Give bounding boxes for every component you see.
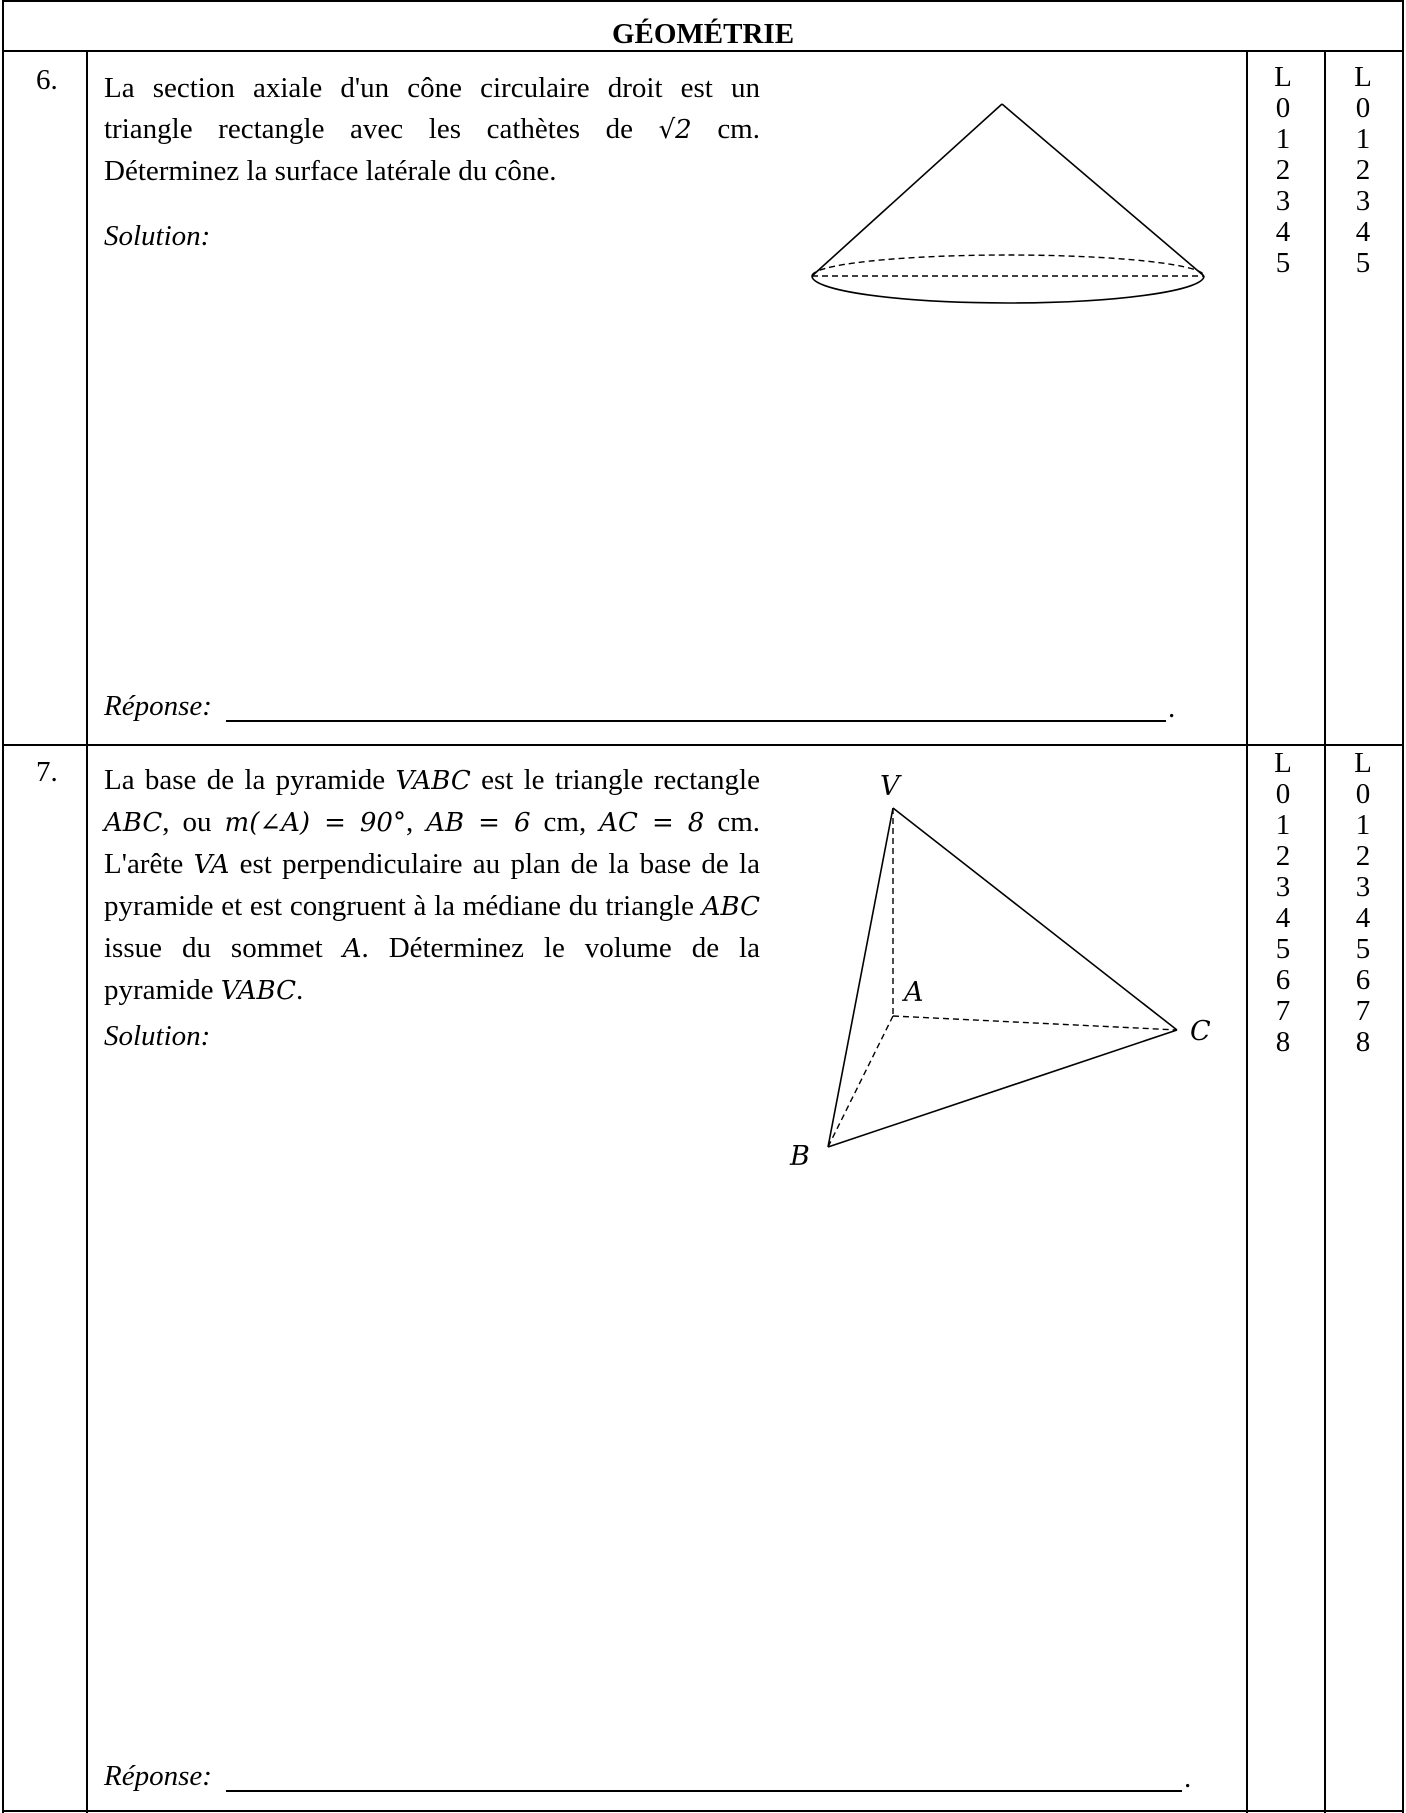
math-expression: √2: [658, 115, 692, 145]
vertex-label-b: B: [789, 1141, 810, 1172]
pyramid-figure: V A B C: [789, 771, 1211, 1172]
answer-line[interactable]: [226, 1790, 1182, 1792]
table-border-right: [1402, 0, 1404, 1813]
statement-text: est le triangle rectangle: [470, 764, 760, 796]
solution-label: Solution:: [104, 220, 211, 252]
answer-period: .: [1184, 1762, 1192, 1794]
score-column: L 0 1 2 3 4 5 6 7 8: [1268, 748, 1298, 1058]
math-expression: AB = 6: [426, 808, 531, 838]
table-border-top: [2, 0, 1404, 2]
score-value: 7: [1275, 995, 1291, 1027]
edge-vb: [827, 807, 894, 1148]
score-value: 8: [1355, 1026, 1371, 1058]
edge-ab: [827, 1015, 894, 1148]
score-value: 2: [1355, 840, 1371, 872]
score-col-divider-2: [1324, 50, 1326, 1813]
score-label: L: [1274, 61, 1292, 93]
score-value: 1: [1355, 809, 1371, 841]
math-expression: VABC: [220, 976, 297, 1006]
score-value: 3: [1275, 185, 1291, 217]
cone-edge-left: [811, 103, 1003, 277]
score-value: 2: [1355, 154, 1371, 186]
score-value: 2: [1275, 840, 1291, 872]
statement-text: La base de la pyramide: [104, 764, 396, 796]
score-value: 3: [1355, 185, 1371, 217]
score-label: L: [1274, 747, 1292, 779]
math-expression: AC = 8: [599, 808, 705, 838]
score-value: 0: [1355, 778, 1371, 810]
statement-text: , ou: [162, 806, 225, 838]
score-label: L: [1354, 61, 1372, 93]
solution-label: Solution:: [104, 1020, 211, 1052]
score-value: 3: [1275, 871, 1291, 903]
cone-base-back: [811, 254, 1205, 277]
header-divider: [2, 50, 1404, 52]
score-label: L: [1354, 747, 1372, 779]
edge-vc: [892, 807, 1178, 1031]
statement-text: est perpendiculaire au plan de la base d…: [104, 848, 760, 922]
cone-edge-right: [1001, 103, 1205, 277]
answer-label: Réponse:: [104, 1760, 212, 1792]
score-value: 2: [1275, 154, 1291, 186]
score-value: 0: [1355, 92, 1371, 124]
cone-base-front: [811, 275, 1205, 304]
score-value: 0: [1275, 778, 1291, 810]
score-value: 6: [1355, 964, 1371, 996]
vertex-label-a: A: [901, 977, 924, 1008]
score-column: L 0 1 2 3 4 5 6 7 8: [1348, 748, 1378, 1058]
math-expression: m(∠A) = 90°: [224, 808, 406, 838]
cone-figure: [811, 103, 1205, 304]
score-value: 0: [1275, 92, 1291, 124]
score-value: 1: [1275, 123, 1291, 155]
statement-text: La section axiale d'un cône circulaire d…: [104, 72, 760, 145]
statement-text: cm,: [530, 806, 600, 838]
score-value: 5: [1275, 247, 1291, 279]
score-value: 5: [1275, 933, 1291, 965]
score-value: 4: [1275, 902, 1291, 934]
statement-text: ,: [405, 806, 427, 838]
score-value: 1: [1275, 809, 1291, 841]
score-value: 5: [1355, 933, 1371, 965]
vertex-label-v: V: [880, 771, 902, 802]
answer-period: .: [1168, 692, 1176, 724]
math-expression: VA: [193, 850, 230, 880]
answer-label: Réponse:: [104, 690, 212, 722]
math-expression: VABC: [395, 766, 471, 796]
score-column: L 0 1 2 3 4 5: [1348, 62, 1378, 279]
statement-text: . Déterminez le volume de la pyramide: [104, 932, 760, 1006]
math-expression: ABC: [104, 808, 163, 838]
score-value: 4: [1355, 902, 1371, 934]
score-value: 8: [1275, 1026, 1291, 1058]
problem-statement: La section axiale d'un cône circulaire d…: [104, 68, 760, 192]
score-value: 4: [1275, 216, 1291, 248]
vertex-label-c: C: [1190, 1016, 1211, 1047]
math-expression: ABC: [701, 892, 760, 922]
statement-text: issue du sommet: [104, 932, 343, 964]
score-value: 4: [1355, 216, 1371, 248]
row-divider: [2, 744, 1404, 746]
edge-bc: [827, 1029, 1178, 1148]
number-col-divider: [86, 50, 88, 1813]
score-value: 3: [1355, 871, 1371, 903]
statement-text: cm. Déterminez la surface latérale du cô…: [104, 113, 760, 187]
edge-ac: [892, 1015, 1178, 1031]
score-col-divider-1: [1246, 50, 1248, 1813]
problem-statement: La base de la pyramide VABC est le trian…: [104, 760, 760, 1012]
statement-text: .: [296, 974, 304, 1006]
answer-line[interactable]: [226, 720, 1166, 722]
score-value: 1: [1355, 123, 1371, 155]
statement-text: cm. L'arête: [104, 806, 761, 880]
math-expression: A: [342, 934, 362, 964]
score-column: L 0 1 2 3 4 5: [1268, 62, 1298, 279]
problem-number: 7.: [36, 756, 58, 788]
problem-number: 6.: [36, 64, 58, 96]
score-value: 5: [1355, 247, 1371, 279]
table-border-left: [2, 0, 4, 1813]
score-value: 6: [1275, 964, 1291, 996]
score-value: 7: [1355, 995, 1371, 1027]
table-border-bottom: [2, 1810, 1404, 1812]
section-title: GÉOMÉTRIE: [611, 18, 795, 50]
